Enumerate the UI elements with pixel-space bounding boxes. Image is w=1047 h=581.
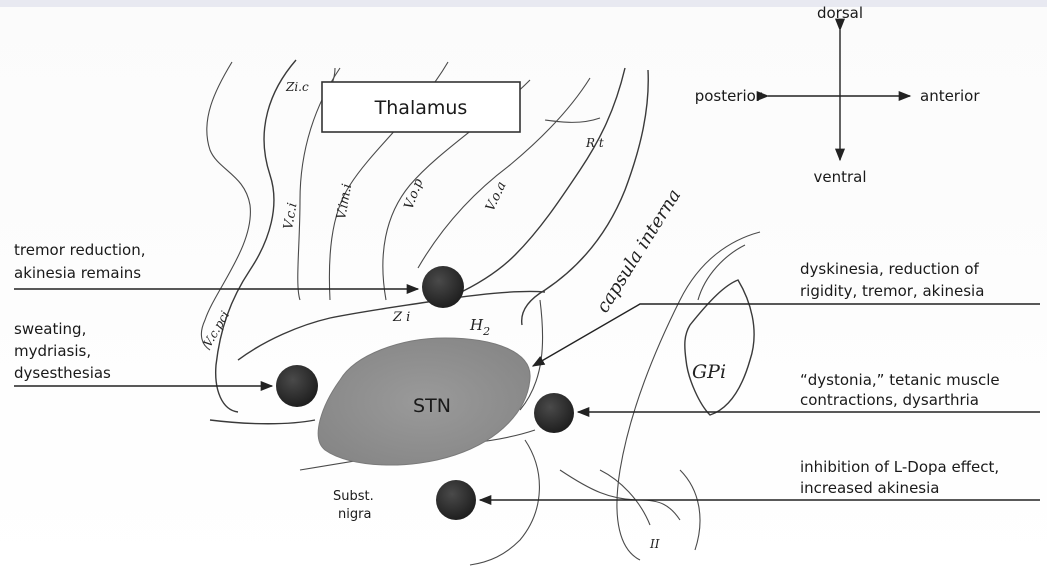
ii-label: II xyxy=(649,537,660,551)
thalamus-region: Thalamus xyxy=(322,82,520,132)
capsula-interna-label: capsula interna xyxy=(592,185,685,316)
anatomy-outlines xyxy=(201,60,760,565)
stn-label: STN xyxy=(413,395,451,417)
target-dot-zi xyxy=(422,266,464,308)
structure-labels: Zi.c V.c.i V.im.i V.o.p V.o.a R t V.c.pc… xyxy=(200,80,726,551)
stn-region: STN xyxy=(318,338,530,465)
ventral-label: ventral xyxy=(813,168,866,186)
zic-label: Zi.c xyxy=(285,80,309,94)
dyskinesia-annotation: dyskinesia, reduction of rigidity, tremo… xyxy=(800,260,984,300)
voa-label: V.o.a xyxy=(483,179,510,213)
vcpci-label: V.c.pci xyxy=(200,308,232,349)
tremor-annotation: tremor reduction, akinesia remains xyxy=(14,241,150,282)
target-dot-posterior xyxy=(276,365,318,407)
gpi-label: GPi xyxy=(692,361,726,383)
vimi-label: V.im.i xyxy=(334,183,355,221)
dystonia-annotation: “dystonia,” tetanic muscle contractions,… xyxy=(800,371,1004,409)
posterior-label: posterior xyxy=(695,87,763,105)
h2-label: H2 xyxy=(469,316,490,338)
sweating-annotation: sweating, mydriasis, dysesthesias xyxy=(14,320,111,382)
thalamus-label: Thalamus xyxy=(374,97,468,119)
rt-label: R t xyxy=(585,136,604,150)
target-dot-nigra xyxy=(436,480,476,520)
vci-label: V.c.i xyxy=(281,202,300,231)
subst-nigra-label-2: nigra xyxy=(338,507,371,522)
target-dot-anterior xyxy=(534,393,574,433)
vop-label: V.o.p xyxy=(402,176,427,211)
orientation-compass: dorsal ventral posterior anterior xyxy=(695,4,981,186)
subst-nigra-label-1: Subst. xyxy=(333,489,374,504)
dorsal-label: dorsal xyxy=(817,4,863,22)
anterior-label: anterior xyxy=(920,87,980,105)
zi-label: Z i xyxy=(392,310,410,325)
inhibition-annotation: inhibition of L-Dopa effect, increased a… xyxy=(800,458,1004,497)
